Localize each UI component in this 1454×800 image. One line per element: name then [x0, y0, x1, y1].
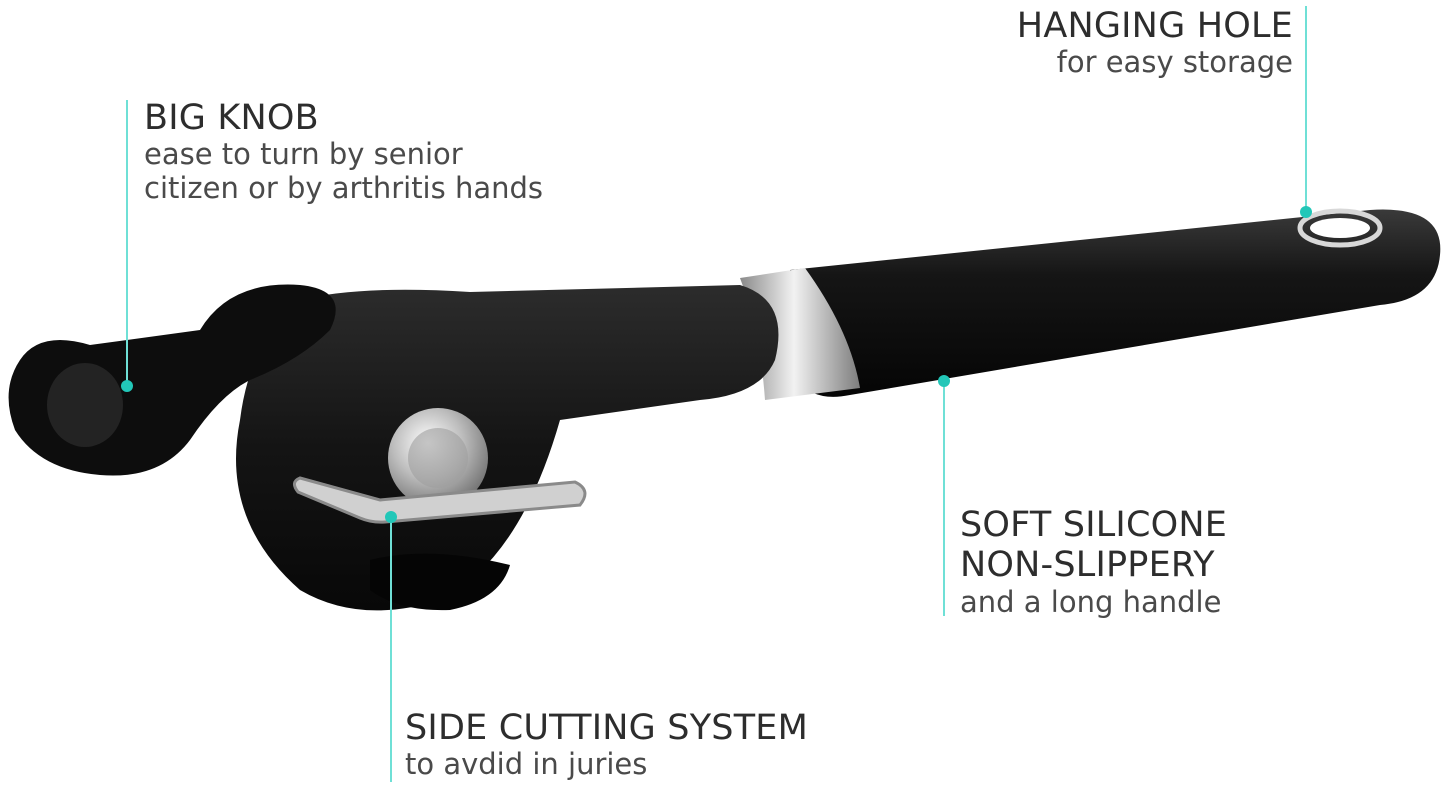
- soft-silicone-leader: [943, 380, 945, 616]
- soft-silicone-desc: and a long handle: [960, 584, 1222, 619]
- big-knob-desc-line-2: citizen or by arthritis hands: [144, 170, 543, 205]
- soft-silicone-title-line-1: SOFT SILICONE: [960, 505, 1228, 545]
- callout-big-knob: BIG KNOB ease to turn by senior citizen …: [144, 98, 543, 205]
- soft-silicone-title-line-2: NON-SLIPPERY: [960, 545, 1215, 586]
- callout-side-cutting: SIDE CUTTING SYSTEM to avdid in juries: [405, 708, 808, 782]
- callout-hanging-hole: HANGING HOLE for easy storage: [975, 6, 1293, 80]
- handle-grip: [790, 209, 1441, 397]
- hanging-hole-leader: [1305, 6, 1307, 212]
- big-knob-dot: [121, 380, 133, 392]
- big-knob-desc-line-1: ease to turn by senior: [144, 137, 463, 172]
- side-cutting-desc: to avdid in juries: [405, 747, 648, 782]
- soft-silicone-dot: [938, 375, 950, 387]
- side-cutting-title: SIDE CUTTING SYSTEM: [405, 708, 808, 748]
- callout-soft-silicone: SOFT SILICONE NON-SLIPPERY and a long ha…: [960, 505, 1227, 619]
- hanging-hole-title: HANGING HOLE: [1016, 6, 1293, 46]
- big-knob-leader: [126, 100, 128, 386]
- cutter-lever: [293, 476, 587, 524]
- hanging-hole-dot: [1300, 206, 1312, 218]
- cutter-head: [236, 285, 779, 611]
- hanging-hole: [1297, 208, 1383, 248]
- hanging-hole-desc: for easy storage: [1056, 45, 1293, 80]
- big-knob-title: BIG KNOB: [144, 98, 319, 138]
- side-cutting-dot: [385, 511, 397, 523]
- side-cutting-leader: [390, 516, 392, 782]
